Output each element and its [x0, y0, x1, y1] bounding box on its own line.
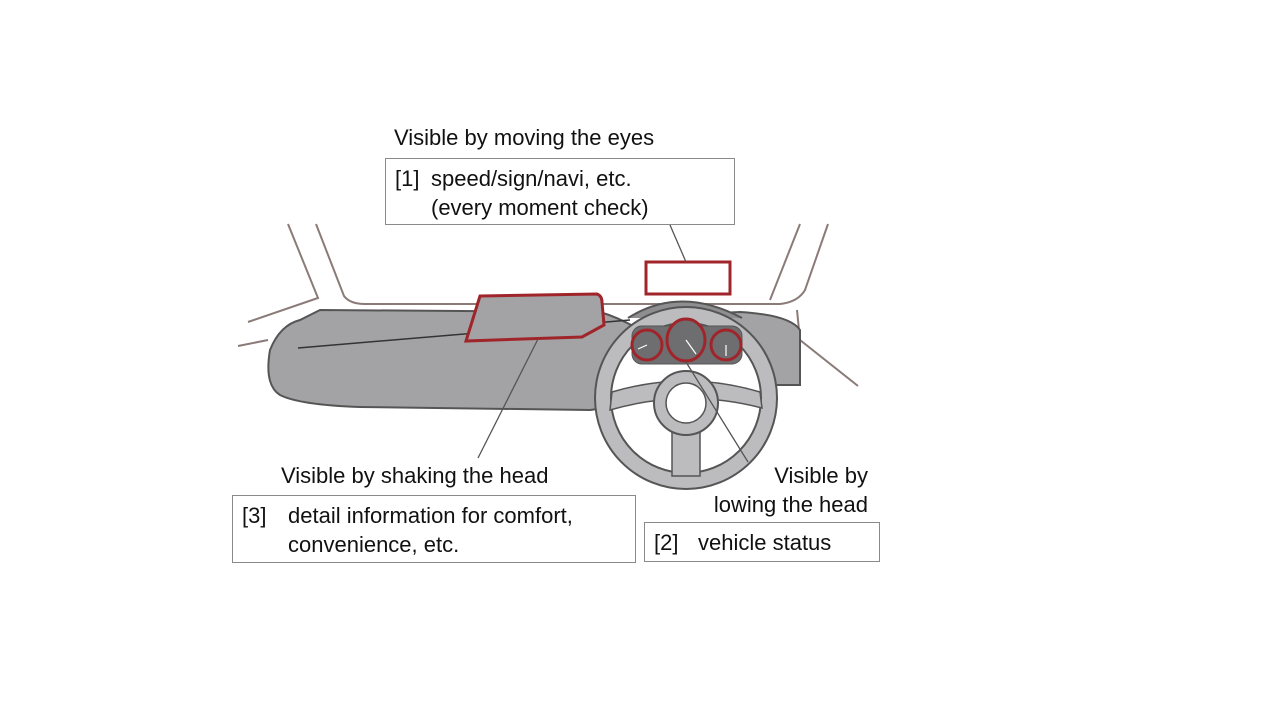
box1-number: [1] [395, 166, 420, 191]
box1-line2: (every moment check) [431, 195, 649, 220]
box3-line2: convenience, etc. [288, 532, 460, 557]
info-box-2: [2] vehicle status [644, 522, 880, 562]
label-visible-by: Visible by [774, 463, 868, 488]
leader-lines [477, 224, 749, 463]
hud-highlight [644, 260, 732, 296]
info-box-1: [1] speed/sign/navi, etc. (every moment … [385, 158, 735, 225]
box3-line1: detail information for comfort, [288, 503, 573, 528]
box2-line1: vehicle status [698, 530, 832, 555]
center-display-highlight [463, 292, 606, 343]
label-visible-moving-eyes: Visible by moving the eyes [394, 125, 655, 150]
box2-number: [2] [654, 530, 679, 555]
box3-number: [3] [242, 503, 267, 528]
label-lowing-head: lowing the head [713, 492, 868, 517]
label-visible-shaking-head: Visible by shaking the head [281, 463, 549, 488]
box1-line1: speed/sign/navi, etc. [431, 166, 632, 191]
info-box-3: [3] detail information for comfort, conv… [232, 495, 636, 563]
